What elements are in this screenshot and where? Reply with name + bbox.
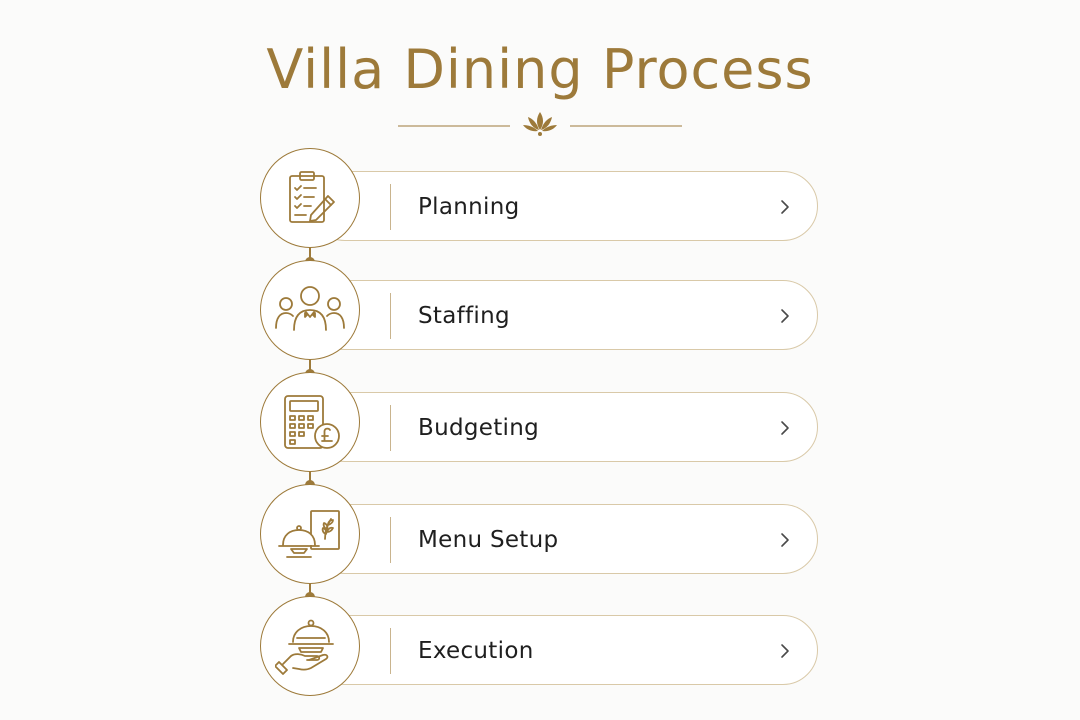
page-title: Villa Dining Process [266, 38, 814, 101]
serving-hand-cloche-icon [260, 596, 360, 696]
leaf-ornament-icon [398, 112, 682, 136]
divider [390, 184, 391, 230]
chevron-right-icon [781, 200, 789, 214]
step-label: Execution [418, 638, 534, 664]
step-staffing[interactable]: Staffing [310, 280, 818, 350]
chevron-right-icon [781, 644, 789, 658]
step-planning[interactable]: Planning [310, 171, 818, 241]
step-label: Staffing [418, 303, 510, 329]
step-label: Planning [418, 194, 520, 220]
clipboard-checklist-pencil-icon [260, 148, 360, 248]
step-connector [309, 358, 311, 376]
chevron-right-icon [781, 421, 789, 435]
step-execution[interactable]: Execution [310, 615, 818, 685]
divider [390, 628, 391, 674]
step-menu-setup[interactable]: Menu Setup [310, 504, 818, 574]
step-budgeting[interactable]: Budgeting [310, 392, 818, 462]
step-connector [309, 246, 311, 264]
chevron-right-icon [781, 533, 789, 547]
step-label: Menu Setup [418, 527, 559, 553]
step-label: Budgeting [418, 415, 539, 441]
chevron-right-icon [781, 309, 789, 323]
cloche-menu-card-icon [260, 484, 360, 584]
divider [390, 405, 391, 451]
step-connector [309, 469, 311, 487]
divider [390, 517, 391, 563]
step-connector [309, 581, 311, 599]
calculator-pound-icon [260, 372, 360, 472]
divider [390, 293, 391, 339]
waiter-team-icon [260, 260, 360, 360]
